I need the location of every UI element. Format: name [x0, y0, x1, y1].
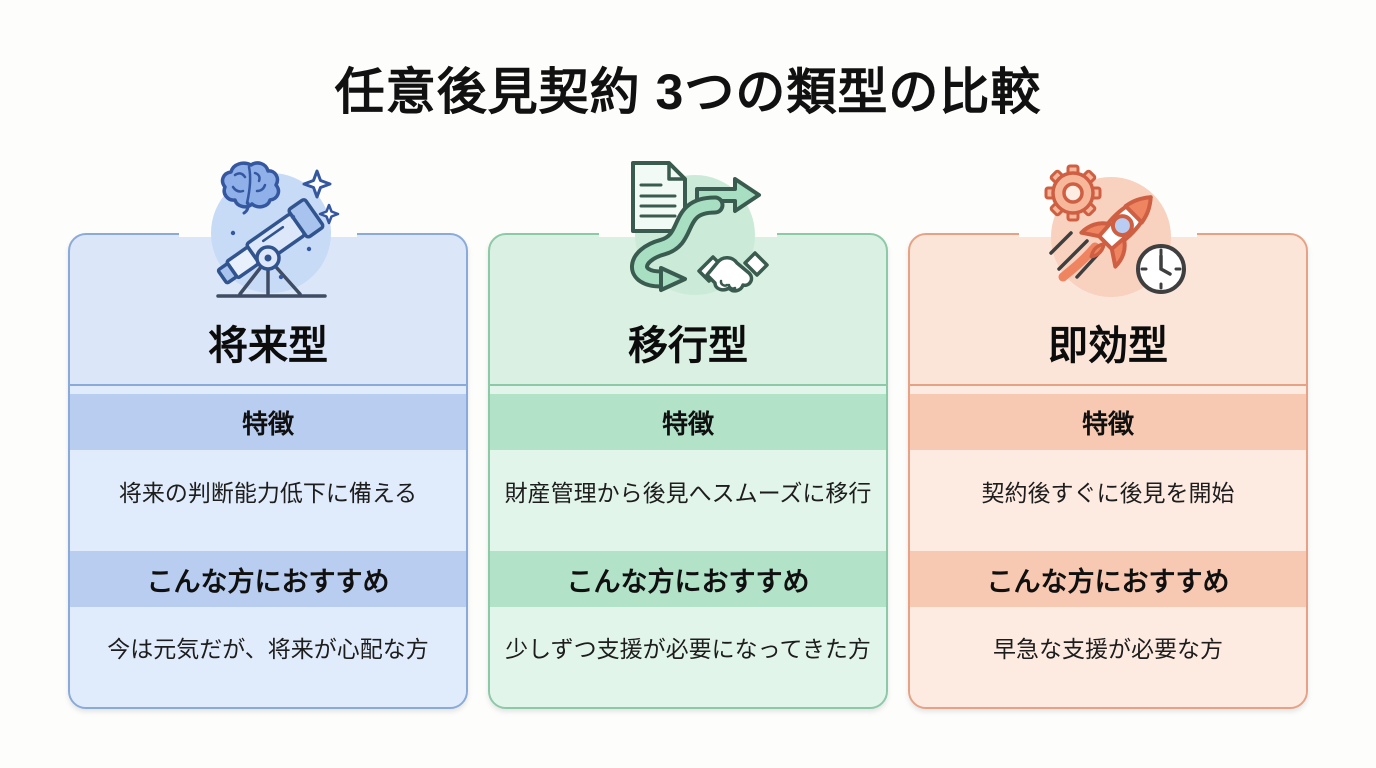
card-panel: 移行型 特徴 財産管理から後見へスムーズに移行 こんな方におすすめ 少しずつ支援… [488, 233, 888, 709]
recommended-text: 少しずつ支援が必要になってきた方 [490, 607, 886, 707]
features-header: 特徴 [70, 394, 466, 450]
features-text: 契約後すぐに後見を開始 [910, 450, 1306, 551]
card-title: 将来型 [208, 324, 328, 368]
gap-strip [490, 386, 886, 394]
features-text: 財産管理から後見へスムーズに移行 [490, 450, 886, 551]
card-title-section: 将来型 [70, 235, 466, 384]
card-transition-type: 移行型 特徴 財産管理から後見へスムーズに移行 こんな方におすすめ 少しずつ支援… [488, 161, 888, 709]
card-title-section: 即効型 [910, 235, 1306, 384]
card-title-section: 移行型 [490, 235, 886, 384]
card-row: 将来型 特徴 将来の判断能力低下に備える こんな方におすすめ 今は元気だが、将来… [68, 161, 1308, 709]
card-title: 移行型 [628, 324, 748, 368]
divider [490, 384, 886, 386]
recommended-header: こんな方におすすめ [490, 551, 886, 607]
card-panel: 即効型 特徴 契約後すぐに後見を開始 こんな方におすすめ 早急な支援が必要な方 [908, 233, 1308, 709]
gap-strip [70, 386, 466, 394]
features-header: 特徴 [490, 394, 886, 450]
rocket-gear-clock-icon [1023, 155, 1193, 305]
card-panel: 将来型 特徴 将来の判断能力低下に備える こんな方におすすめ 今は元気だが、将来… [68, 233, 468, 709]
card-future-type: 将来型 特徴 将来の判断能力低下に備える こんな方におすすめ 今は元気だが、将来… [68, 161, 468, 709]
recommended-header: こんな方におすすめ [70, 551, 466, 607]
document-arrow-handshake-icon [603, 155, 773, 305]
page-title: 任意後見契約 3つの類型の比較 [334, 64, 1042, 120]
recommended-header: こんな方におすすめ [910, 551, 1306, 607]
gap-strip [910, 386, 1306, 394]
telescope-brain-icon [183, 155, 353, 305]
divider [70, 384, 466, 386]
features-header: 特徴 [910, 394, 1306, 450]
divider [910, 384, 1306, 386]
card-title: 即効型 [1048, 324, 1168, 368]
recommended-text: 早急な支援が必要な方 [910, 607, 1306, 707]
recommended-text: 今は元気だが、将来が心配な方 [70, 607, 466, 707]
features-text: 将来の判断能力低下に備える [70, 450, 466, 551]
card-immediate-type: 即効型 特徴 契約後すぐに後見を開始 こんな方におすすめ 早急な支援が必要な方 [908, 164, 1308, 709]
